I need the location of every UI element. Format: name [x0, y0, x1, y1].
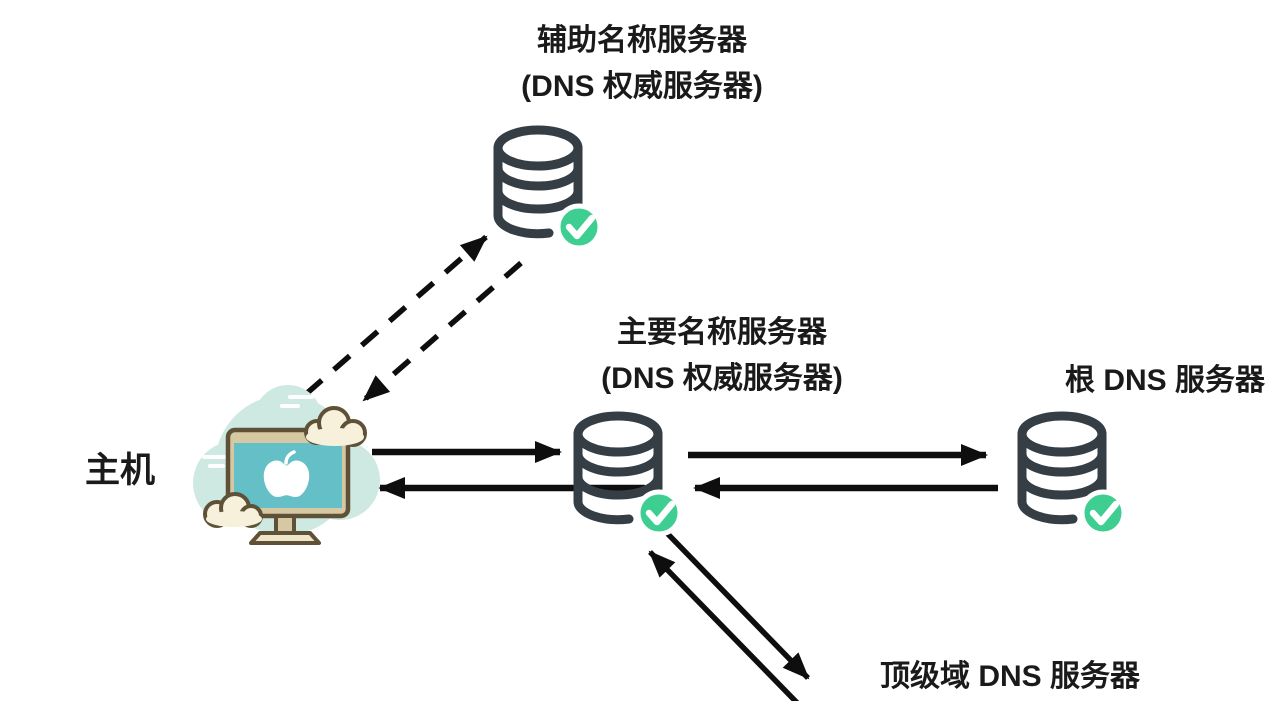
- apple-logo-icon: [263, 450, 310, 497]
- label-primary-line2: (DNS 权威服务器): [601, 362, 843, 395]
- label-secondary-name-server: 辅助名称服务器 (DNS 权威服务器): [521, 18, 763, 110]
- cloud-icon-top-right: [304, 406, 367, 447]
- cloud-icon-bottom-left: [203, 492, 263, 528]
- label-host: 主机: [84, 451, 156, 490]
- label-root-dns-server: 根 DNS 服务器: [1064, 364, 1266, 397]
- arrow-primary-to-tld: [662, 528, 810, 680]
- label-primary-name-server: 主要名称服务器 (DNS 权威服务器): [601, 310, 843, 402]
- label-primary-line1: 主要名称服务器: [617, 316, 827, 349]
- arrow-secondary-to-host-dashed: [362, 260, 523, 403]
- label-tld-dns-server: 顶级域 DNS 服务器: [879, 660, 1141, 693]
- label-secondary-line2: (DNS 权威服务器): [521, 70, 763, 103]
- arrow-tld-to-primary: [648, 550, 800, 701]
- database-icon-root-dns-server: [1015, 410, 1125, 538]
- dash-decorations: [202, 395, 314, 468]
- monitor-stand: [249, 514, 321, 545]
- label-secondary-line1: 辅助名称服务器: [537, 24, 747, 57]
- database-icon-primary-name-server: [571, 410, 681, 538]
- imac-monitor: [225, 427, 351, 519]
- host-computer-icon: [190, 385, 380, 550]
- arrow-host-to-secondary-dashed: [304, 234, 488, 397]
- database-icon-secondary-name-server: [491, 124, 601, 252]
